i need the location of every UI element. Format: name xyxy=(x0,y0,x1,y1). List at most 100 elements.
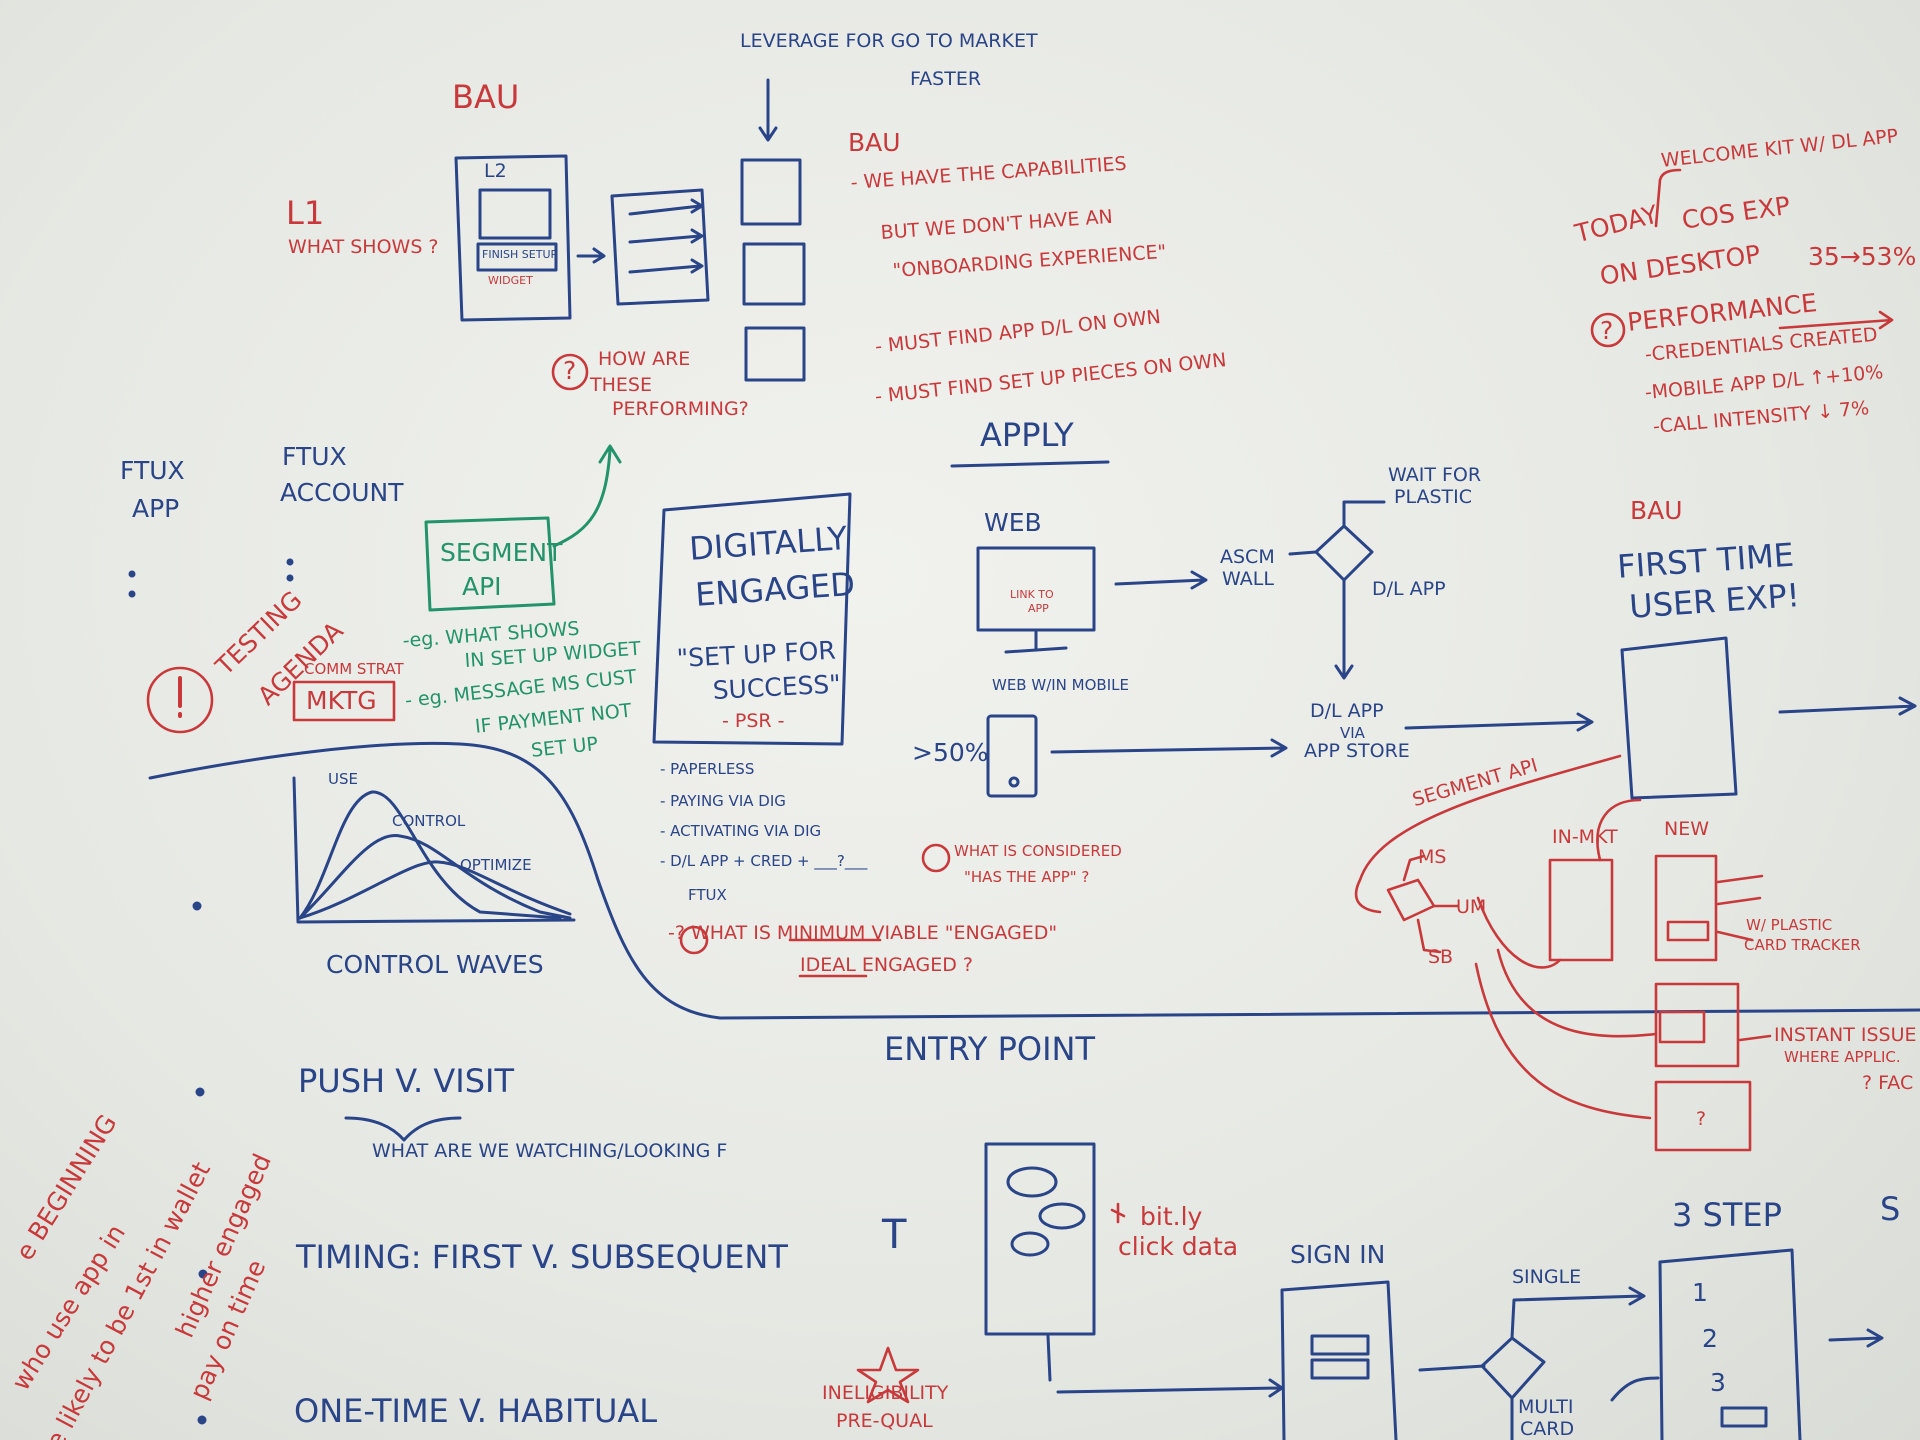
signin-field-2 xyxy=(1312,1360,1368,1378)
l2-banner-box xyxy=(480,190,550,238)
dl-store-1: D/L APP xyxy=(1310,700,1384,722)
link-to-app-2: APP xyxy=(1028,602,1049,615)
engaged-item-1: - PAPERLESS xyxy=(660,760,754,778)
dest-page-3 xyxy=(746,328,804,380)
mktg-label: MKTG xyxy=(306,686,377,715)
bau-notes-title: BAU xyxy=(848,128,901,157)
entry-blob-1 xyxy=(1008,1168,1056,1196)
bau-left-label: BAU xyxy=(452,78,519,116)
segment-diamond xyxy=(1388,880,1434,920)
push-visit: PUSH V. VISIT xyxy=(298,1062,514,1100)
ftux-account-1: FTUX xyxy=(282,442,347,471)
question-mark-2: ? xyxy=(1600,316,1613,345)
ascm-2: WALL xyxy=(1222,568,1274,590)
leverage-label: LEVERAGE FOR GO TO MARKET xyxy=(740,30,1038,52)
how-perf-2: THESE xyxy=(590,374,652,396)
how-perf-1: HOW ARE xyxy=(598,348,690,370)
control-waves-caption: CONTROL WAVES xyxy=(326,950,544,979)
entry-arrow xyxy=(1048,1336,1282,1396)
dl-app-arrow xyxy=(1336,580,1352,678)
multi-2: CARD xyxy=(1520,1418,1574,1440)
signin-to-diamond xyxy=(1420,1366,1484,1370)
ftue-arrow xyxy=(1780,698,1915,714)
leverage-arrow xyxy=(760,80,776,140)
phone-button xyxy=(1010,778,1018,786)
list-arrow-1 xyxy=(630,200,702,214)
ftux-app-1: FTUX xyxy=(120,456,185,485)
loop-arrow xyxy=(1612,1378,1658,1400)
entry-phone xyxy=(986,1144,1094,1334)
widget-label: WIDGET xyxy=(488,274,533,287)
has-app-q-1: WHAT IS CONSIDERED xyxy=(954,842,1122,860)
entry-blob-3 xyxy=(1012,1233,1048,1255)
three-step-label: 3 STEP xyxy=(1672,1196,1782,1234)
dest-page-2 xyxy=(744,244,804,304)
single-label: SINGLE xyxy=(1512,1266,1581,1288)
instant-issue-page xyxy=(1656,984,1738,1066)
tracker-box xyxy=(1668,922,1708,940)
arrow-to-list xyxy=(578,249,604,262)
bitly-2: click data xyxy=(1118,1232,1238,1261)
in-mkt-label: IN-MKT xyxy=(1552,826,1618,848)
decision-diamond xyxy=(1316,526,1372,580)
web-in-mobile: WEB W/IN MOBILE xyxy=(992,676,1129,694)
wave-optimize-label: OPTIMIZE xyxy=(460,856,532,874)
step-3: 3 xyxy=(1710,1368,1726,1397)
blue-sketches xyxy=(130,80,1920,1440)
step-1: 1 xyxy=(1692,1278,1708,1307)
signin-label: SIGN IN xyxy=(1290,1240,1385,1269)
single-arrow xyxy=(1512,1288,1644,1338)
finish-setup-label: FINISH SETUP xyxy=(482,248,557,261)
green-sketches xyxy=(426,446,620,610)
apply-title: APPLY xyxy=(980,416,1074,454)
timing-label: TIMING: FIRST V. SUBSEQUENT xyxy=(296,1238,788,1276)
ineligibility-1: INELIGIBILITY xyxy=(822,1382,948,1404)
um-label: UM xyxy=(1456,896,1486,918)
plastic-2: CARD TRACKER xyxy=(1744,936,1861,954)
instant-2: WHERE APPLIC. xyxy=(1784,1048,1901,1066)
engaged-item-4: - D/L APP + CRED + ___?___ xyxy=(660,852,867,870)
ascm-branch xyxy=(1290,552,1316,554)
comm-strat-label: COMM STRAT xyxy=(304,660,404,678)
entry-point: ENTRY POINT xyxy=(884,1030,1095,1068)
ftux-account-2: ACCOUNT xyxy=(280,478,404,507)
new-page xyxy=(1656,856,1716,960)
unknown-q: ? xyxy=(1696,1108,1706,1130)
three-step-page xyxy=(1660,1250,1800,1440)
engaged-item-5: FTUX xyxy=(688,886,727,904)
wait-for-2: PLASTIC xyxy=(1394,486,1472,508)
onetime-label: ONE-TIME V. HABITUAL xyxy=(294,1392,657,1430)
in-mkt-page xyxy=(1550,860,1612,960)
dl-store-3: APP STORE xyxy=(1304,740,1410,762)
list-arrow-3 xyxy=(630,260,702,272)
wait-branch xyxy=(1344,502,1384,526)
l1-label: L1 xyxy=(286,194,324,232)
control-wave xyxy=(300,836,570,918)
ms-label: MS xyxy=(1418,846,1446,868)
t-label: T xyxy=(882,1212,906,1258)
bitly-1: bit.ly xyxy=(1140,1202,1202,1231)
three-step-button xyxy=(1722,1408,1766,1426)
to-in-mkt xyxy=(1478,898,1560,967)
monitor-stand xyxy=(1006,632,1066,652)
push-brace xyxy=(346,1118,460,1140)
wait-for-1: WAIT FOR xyxy=(1388,464,1481,486)
l2-label: L2 xyxy=(484,160,507,182)
gt-50-pct: >50% xyxy=(912,738,989,767)
ineligibility-2: PRE-QUAL xyxy=(836,1410,933,1432)
leverage-label-2: FASTER xyxy=(910,68,981,90)
to-instant xyxy=(1498,950,1656,1036)
arrow-to-app-store xyxy=(1052,740,1286,756)
ideal-engaged-q: IDEAL ENGAGED ? xyxy=(800,954,973,976)
pct-change: 35→53% xyxy=(1808,242,1916,271)
min-viable-q: -? WHAT IS MINIMUM VIABLE "ENGAGED" xyxy=(668,922,1057,944)
instant-card xyxy=(1660,1012,1704,1042)
s-label: S xyxy=(1880,1190,1900,1228)
question-circle-3 xyxy=(923,845,949,871)
ftux-app-2: APP xyxy=(132,494,179,523)
step-2: 2 xyxy=(1702,1324,1718,1353)
welcome-kit-link xyxy=(1656,170,1680,226)
what-shows-label: WHAT SHOWS ? xyxy=(288,236,439,258)
facts-label: ? FAC xyxy=(1862,1072,1913,1094)
segment-api-arrow xyxy=(554,446,620,546)
